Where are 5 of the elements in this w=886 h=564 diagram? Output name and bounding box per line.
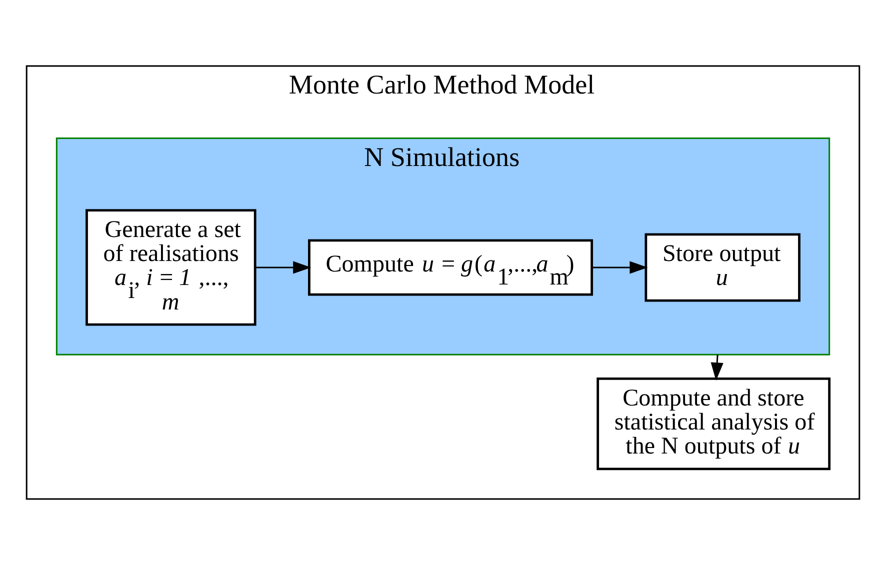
arrow (256, 260, 312, 274)
node-box: Compute and store statistical analysis of the N outputs of u (596, 377, 831, 470)
arrow (592, 260, 648, 274)
node-box: Store output u (644, 232, 800, 302)
arrow (710, 354, 724, 380)
